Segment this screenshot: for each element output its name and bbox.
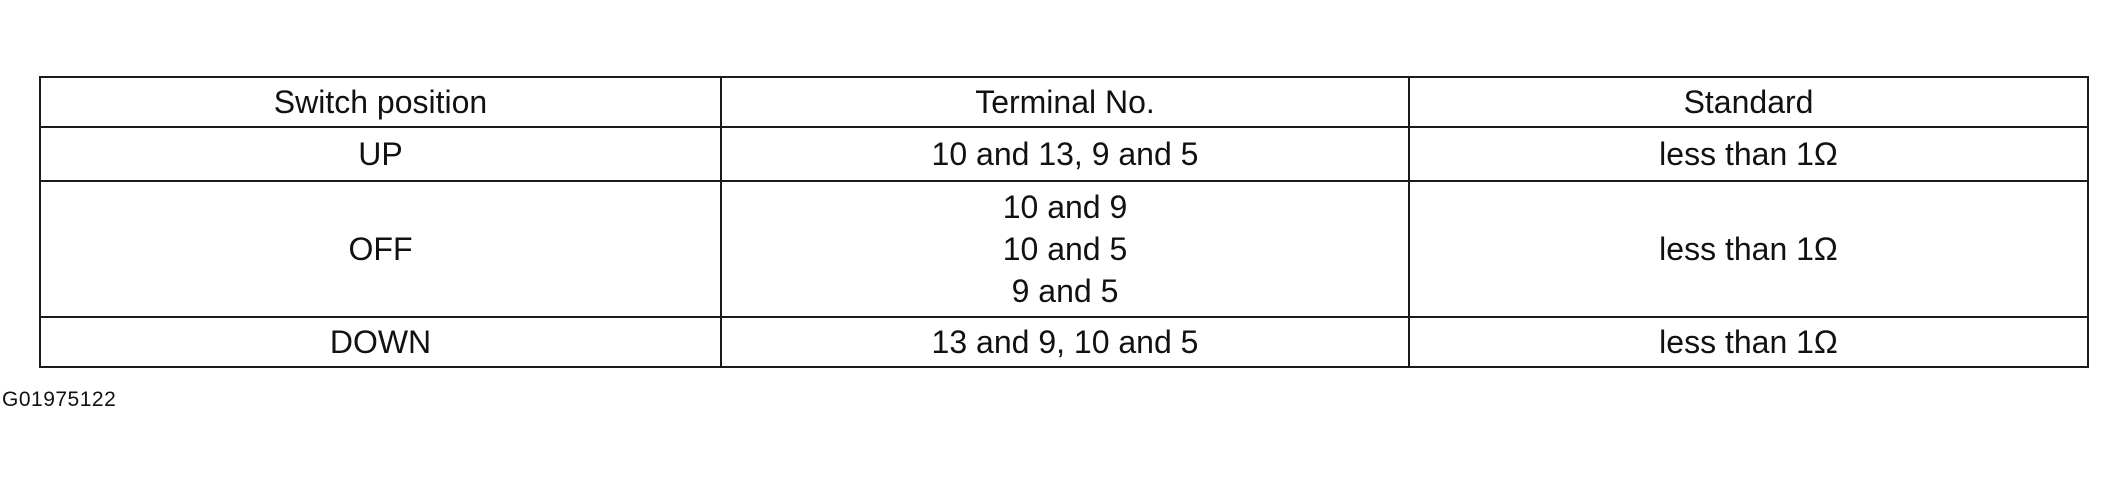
switch-position-cell: DOWN (39, 316, 722, 368)
table-row-down: DOWN 13 and 9, 10 and 5 less than 1Ω (39, 316, 2089, 368)
header-switch-position: Switch position (39, 76, 722, 128)
switch-position-cell: OFF (39, 180, 722, 318)
standard-cell: less than 1Ω (1408, 316, 2089, 368)
terminal-no-cell: 10 and 13, 9 and 5 (720, 126, 1410, 182)
terminal-pair-line: 10 and 9 (1002, 189, 1128, 225)
table-row-off: OFF 10 and 9 10 and 5 9 and 5 less than … (39, 180, 2089, 318)
standard-cell: less than 1Ω (1408, 180, 2089, 318)
switch-continuity-table: Switch position Terminal No. Standard UP… (39, 76, 2089, 368)
header-standard: Standard (1408, 76, 2089, 128)
table-row-up: UP 10 and 13, 9 and 5 less than 1Ω (39, 126, 2089, 182)
table-header-row: Switch position Terminal No. Standard (39, 76, 2089, 128)
terminal-pair-line: 9 and 5 (1011, 273, 1119, 309)
standard-cell: less than 1Ω (1408, 126, 2089, 182)
terminal-no-cell: 10 and 9 10 and 5 9 and 5 (720, 180, 1410, 318)
terminal-no-cell: 13 and 9, 10 and 5 (720, 316, 1410, 368)
figure-id-label: G01975122 (2, 388, 117, 411)
header-terminal-no: Terminal No. (720, 76, 1410, 128)
terminal-pair-line: 10 and 5 (1002, 231, 1128, 267)
switch-position-cell: UP (39, 126, 722, 182)
